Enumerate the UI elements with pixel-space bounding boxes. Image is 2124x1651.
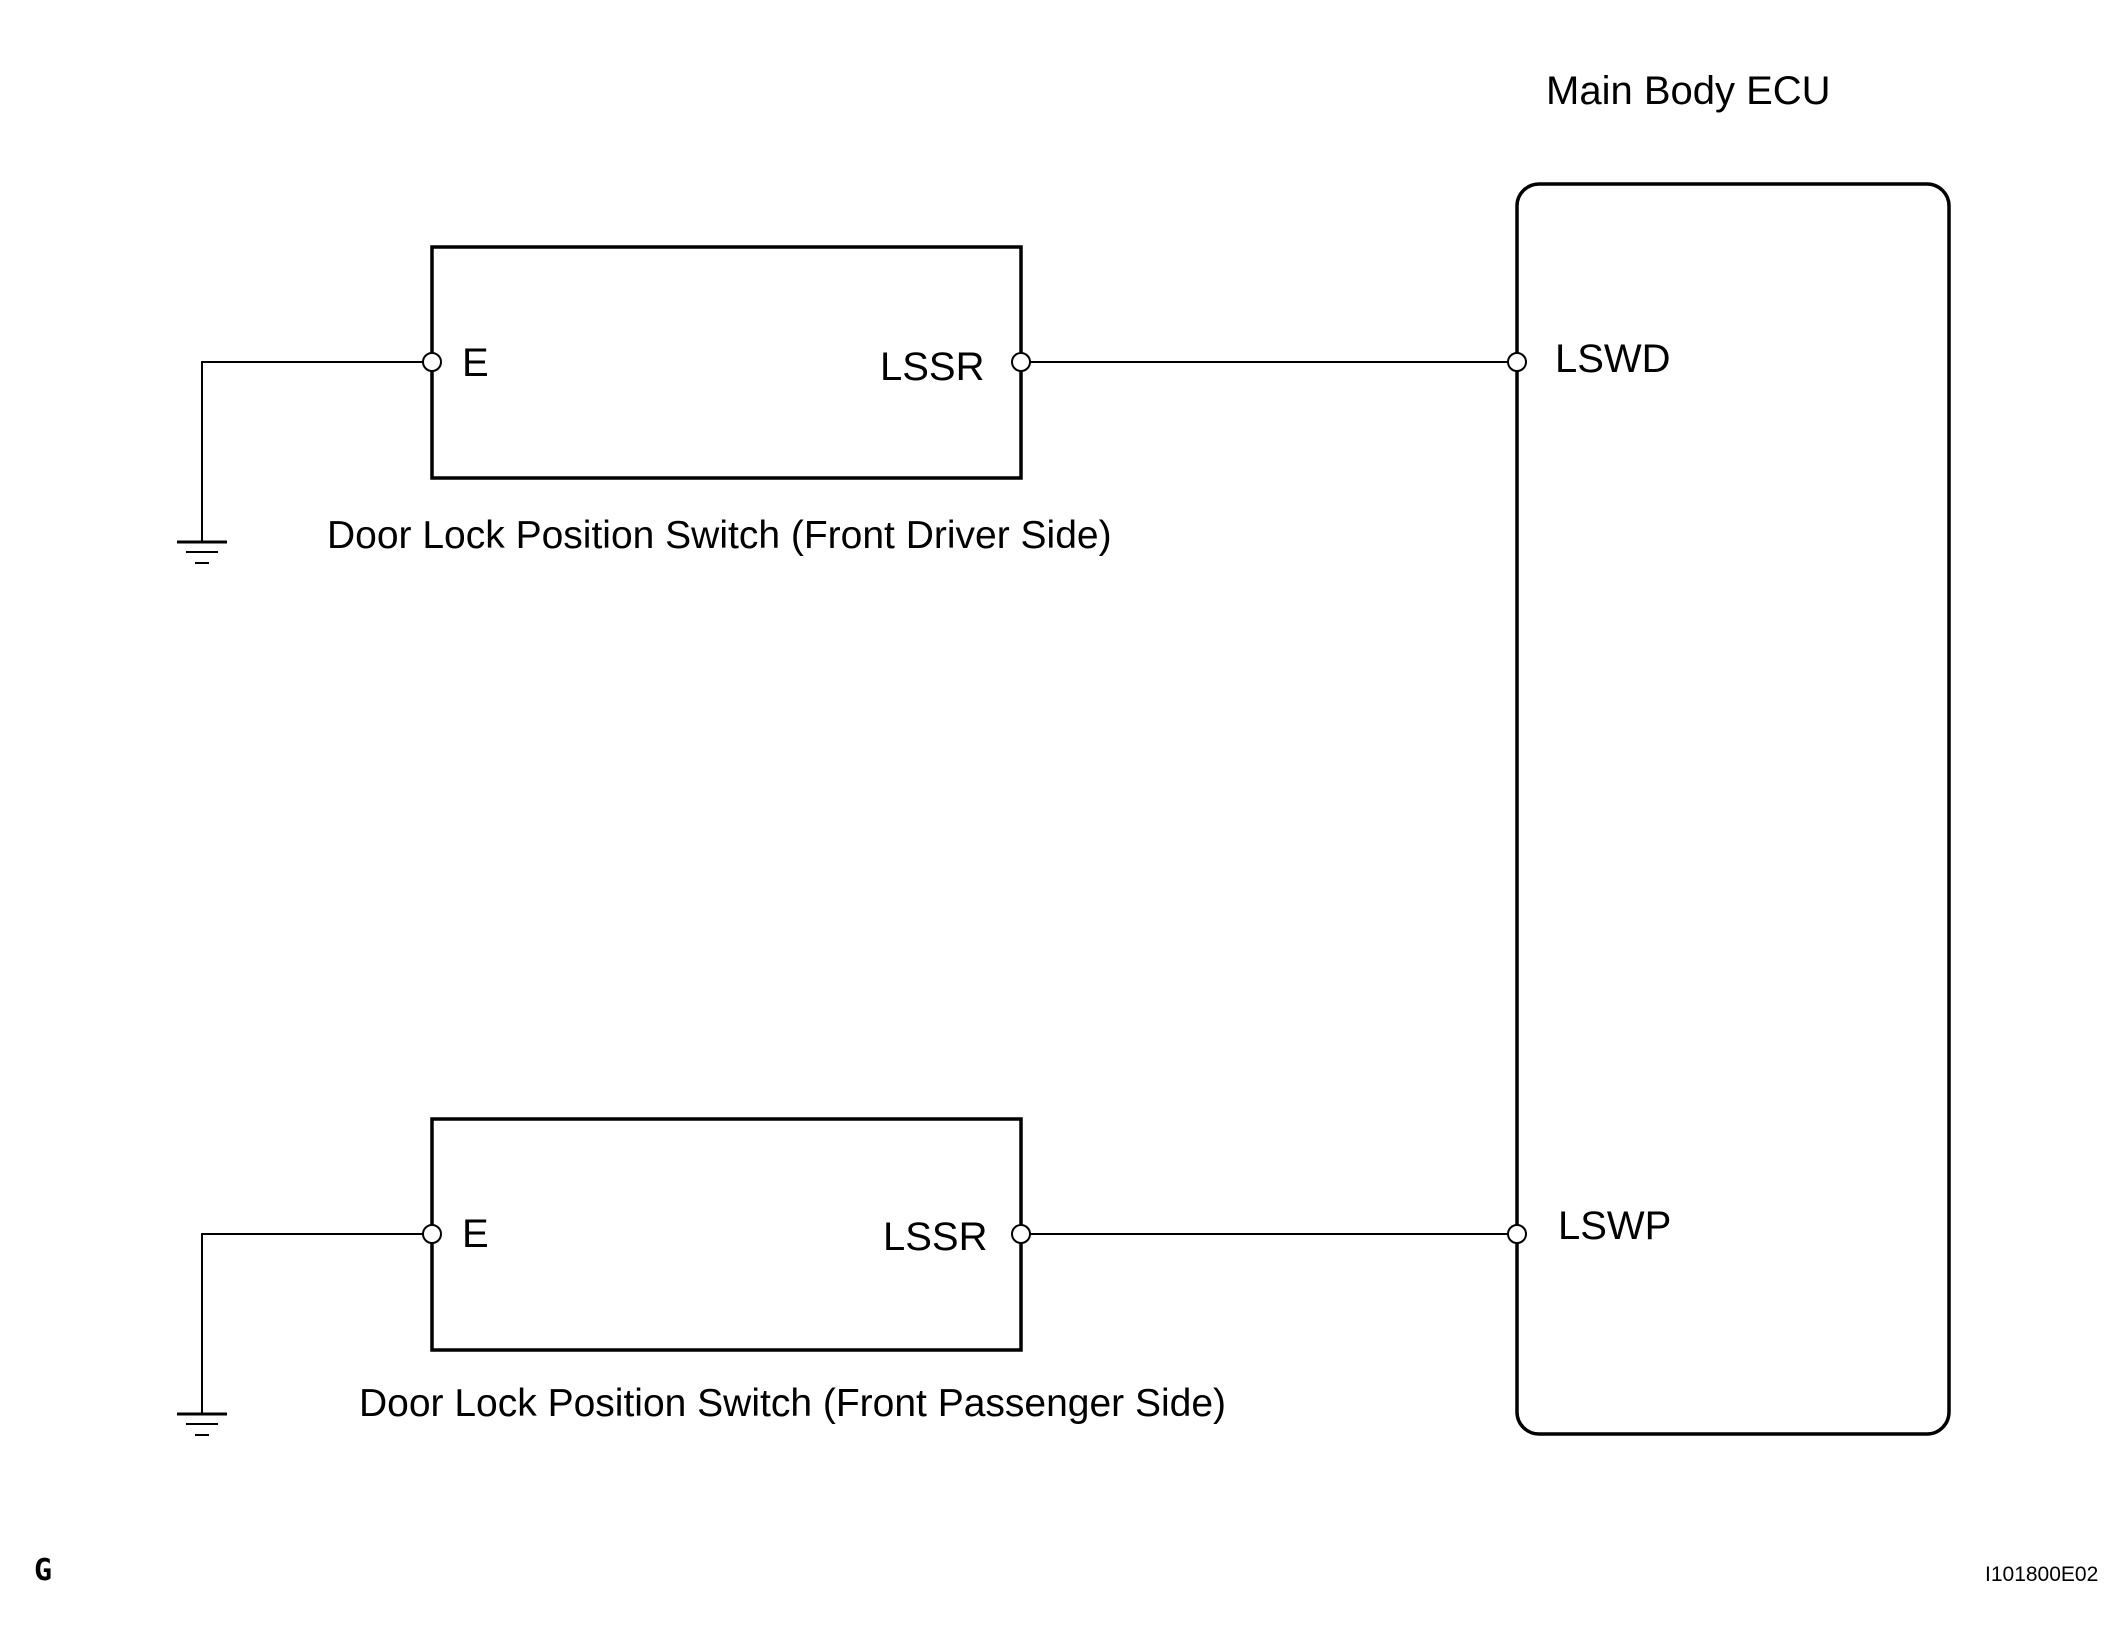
terminal-ecu-lswp [1507,1224,1527,1244]
terminal-driver-e [422,352,442,372]
terminal-ecu-lswd [1507,352,1527,372]
terminal-driver-lssr [1011,352,1031,372]
ground-symbol-driver [177,540,227,564]
ecu-pin-lswp: LSWP [1558,1204,1671,1248]
ground-symbol-passenger [177,1412,227,1436]
passenger-pin-lssr: LSSR [883,1215,988,1259]
main-body-ecu: Main Body ECU LSWD LSWP [1515,69,1951,1436]
driver-switch-label: Door Lock Position Switch (Front Driver … [327,514,1112,557]
terminals [422,352,1527,1244]
ecu-title: Main Body ECU [1546,69,1831,113]
driver-door-lock-switch: E LSSR Door Lock Position Switch (Front … [327,245,1112,557]
driver-pin-lssr: LSSR [880,345,985,389]
wire-e-ground-driver [201,361,432,542]
figure-id: I101800E02 [1985,1563,2098,1586]
passenger-door-lock-switch: E LSSR Door Lock Position Switch (Front … [359,1117,1226,1425]
terminal-passenger-lssr [1011,1224,1031,1244]
driver-pin-e: E [462,341,489,385]
terminal-passenger-e [422,1224,442,1244]
ecu-box [1515,182,1951,1436]
driver-wiring [201,361,1517,542]
passenger-switch-label: Door Lock Position Switch (Front Passeng… [359,1382,1226,1425]
passenger-pin-e: E [462,1212,489,1256]
wire-e-ground-passenger [201,1233,432,1414]
ecu-pin-lswd: LSWD [1555,337,1671,381]
corner-mark: G [34,1553,52,1588]
passenger-wiring [201,1233,1517,1414]
